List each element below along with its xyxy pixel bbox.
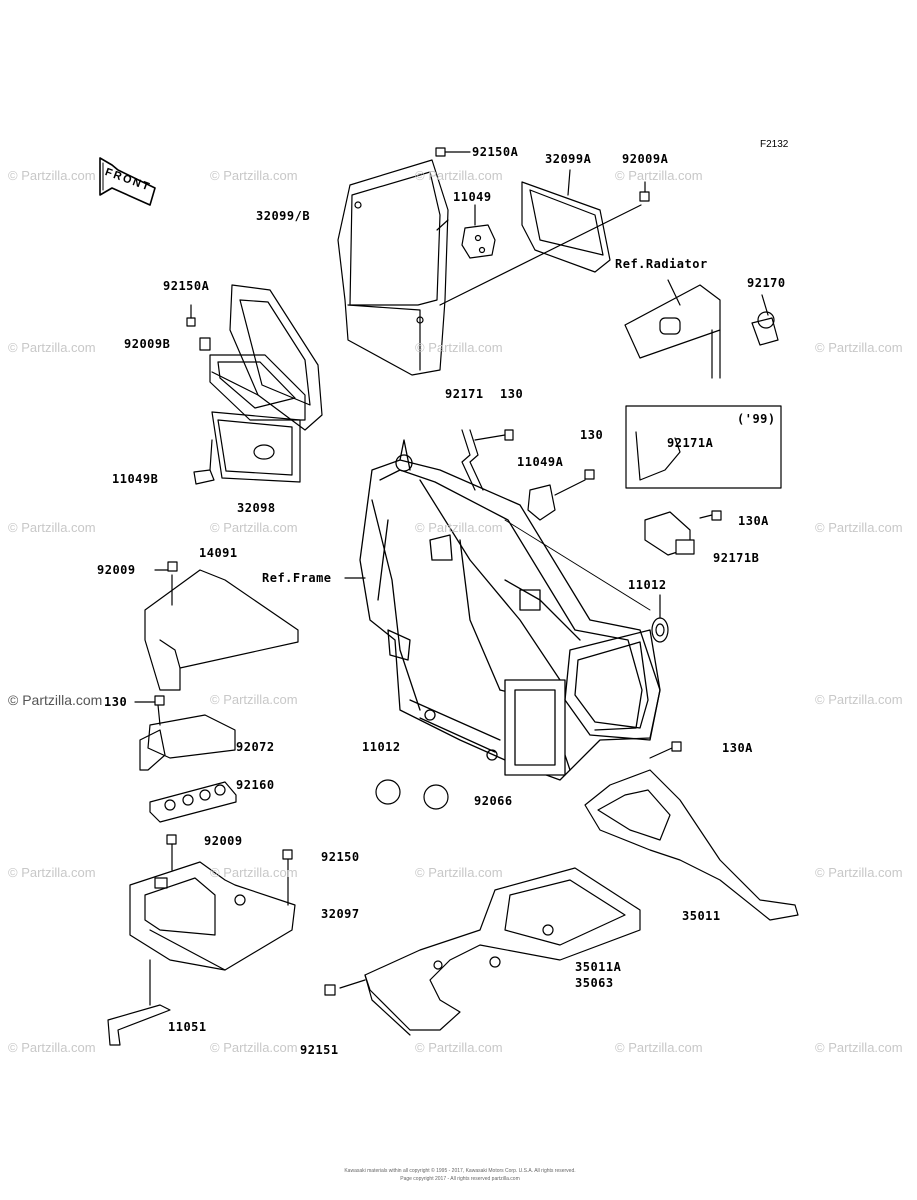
part-label-11012[interactable]: 11012: [628, 578, 667, 592]
ref-radiator-label[interactable]: Ref.Radiator: [615, 257, 708, 271]
part-label-92151[interactable]: 92151: [300, 1043, 339, 1057]
bracket-11049a: [527, 469, 595, 521]
part-label-32099b[interactable]: 32099/B: [256, 209, 311, 223]
copyright-footer-line2: Page copyright 2017 - All rights reserve…: [400, 1176, 520, 1182]
part-label-11049b[interactable]: 11049B: [112, 472, 159, 486]
watermark: © Partzilla.com: [8, 340, 96, 355]
part-label-35063[interactable]: 35063: [575, 976, 614, 990]
tray-32097: [129, 849, 296, 971]
watermark: © Partzilla.com: [615, 1040, 703, 1055]
part-label-92170[interactable]: 92170: [747, 276, 786, 290]
watermark: © Partzilla.com: [815, 340, 903, 355]
bolt-92009-mid-icon: [166, 834, 177, 871]
watermark: © Partzilla.com: [815, 1040, 903, 1055]
watermark: © Partzilla.com: [8, 168, 96, 183]
watermark: © Partzilla.com: [210, 692, 298, 707]
watermark: © Partzilla.com: [8, 520, 96, 535]
clamp-92170-icon: [751, 294, 779, 346]
part-label-130-b[interactable]: 130: [580, 428, 604, 442]
part-label-32097[interactable]: 32097: [321, 907, 360, 921]
variant-99-box: [625, 405, 782, 489]
frame-reference: [359, 439, 661, 781]
watermark: © Partzilla.com: [815, 692, 903, 707]
side-cover-32099a: [521, 169, 611, 273]
watermark: © Partzilla.com: [8, 1040, 96, 1055]
watermark: © Partzilla.com: [815, 520, 903, 535]
part-label-92171a[interactable]: 92171A: [667, 436, 714, 450]
part-label-11049a[interactable]: 11049A: [517, 455, 564, 469]
bracket-35011a: [324, 867, 641, 1036]
bracket-35011: [584, 741, 799, 921]
watermark: © Partzilla.com: [415, 340, 503, 355]
part-label-92009b[interactable]: 92009B: [124, 337, 171, 351]
part-label-11012-left[interactable]: 11012: [362, 740, 401, 754]
part-label-130[interactable]: 130: [500, 387, 524, 401]
part-label-11051[interactable]: 11051: [168, 1020, 207, 1034]
part-label-92150a-left[interactable]: 92150A: [163, 279, 210, 293]
pad-32098: [211, 411, 301, 483]
clip-92171b-icon: [644, 510, 722, 556]
part-label-92072[interactable]: 92072: [236, 740, 275, 754]
part-label-92160[interactable]: 92160: [236, 778, 275, 792]
part-label-92009-mid[interactable]: 92009: [204, 834, 243, 848]
bolt-92009a-icon: [439, 181, 650, 306]
watermark: © Partzilla.com: [210, 865, 298, 880]
watermark: © Partzilla.com: [415, 1040, 503, 1055]
part-label-92150a[interactable]: 92150A: [472, 145, 519, 159]
watermark: © Partzilla.com: [415, 520, 503, 535]
part-label-130-left[interactable]: 130: [104, 695, 128, 709]
grommet-92066-icon: [423, 784, 449, 810]
part-label-14091[interactable]: 14091: [199, 546, 238, 560]
part-label-11049[interactable]: 11049: [453, 190, 492, 204]
bracket-11049: [461, 204, 496, 259]
watermark: © Partzilla.com: [210, 168, 298, 183]
part-label-92009[interactable]: 92009: [97, 563, 136, 577]
bolt-130-icon: [474, 429, 514, 441]
part-label-35011[interactable]: 35011: [682, 909, 721, 923]
front-arrow-icon: [99, 157, 156, 206]
bracket-11051: [107, 959, 171, 1046]
watermark: © Partzilla.com: [8, 692, 103, 708]
copyright-footer: Kawasaki materials within all copyright …: [344, 1168, 576, 1174]
part-label-92171b[interactable]: 92171B: [713, 551, 760, 565]
part-label-32098[interactable]: 32098: [237, 501, 276, 515]
damper-92160: [149, 781, 237, 823]
part-label-130a[interactable]: 130A: [738, 514, 769, 528]
grommet-11012-left-icon: [375, 779, 401, 805]
ref-frame-label[interactable]: Ref.Frame: [262, 571, 332, 585]
part-label-92150[interactable]: 92150: [321, 850, 360, 864]
watermark: © Partzilla.com: [815, 865, 903, 880]
bracket-11049b: [193, 439, 215, 485]
part-label-35011a[interactable]: 35011A: [575, 960, 622, 974]
part-label-92066[interactable]: 92066: [474, 794, 513, 808]
watermark: © Partzilla.com: [615, 168, 703, 183]
part-label-92171[interactable]: 92171: [445, 387, 484, 401]
part-label-99[interactable]: ('99): [737, 412, 776, 426]
side-cover-32099b: [337, 159, 449, 376]
watermark: © Partzilla.com: [210, 520, 298, 535]
radiator-reference: [624, 279, 721, 379]
clip-92171-icon: [461, 429, 484, 491]
watermark: © Partzilla.com: [415, 168, 503, 183]
part-label-130a-mid[interactable]: 130A: [722, 741, 753, 755]
bolt-92150a-left-icon: [186, 304, 196, 327]
watermark: © Partzilla.com: [415, 865, 503, 880]
grommet-11012-icon: [651, 594, 669, 643]
watermark: © Partzilla.com: [8, 865, 96, 880]
cover-14091: [144, 561, 299, 691]
collar-92009b-icon: [199, 337, 211, 351]
bolt-92150a-icon: [435, 147, 471, 157]
battery-case-upper: [209, 284, 323, 431]
watermark: © Partzilla.com: [210, 1040, 298, 1055]
part-label-92009a[interactable]: 92009A: [622, 152, 669, 166]
cover-92072: [134, 695, 236, 771]
part-label-32099a[interactable]: 32099A: [545, 152, 592, 166]
diagram-code: F2132: [760, 139, 789, 150]
